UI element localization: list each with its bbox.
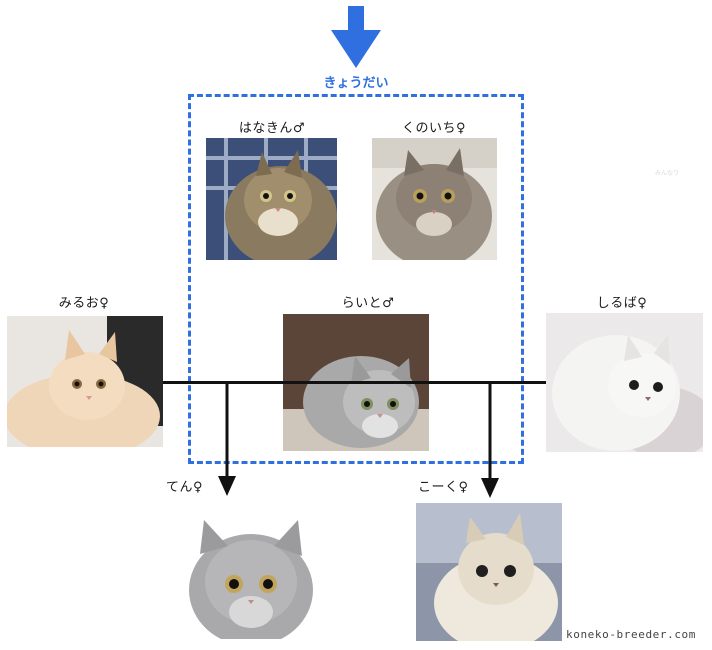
cat-name-kooku: こーく♀ [418, 480, 469, 495]
cat-photo-ten [178, 510, 324, 639]
top-arrow-icon [331, 6, 381, 68]
cat-photo-hanakin [206, 138, 337, 260]
cat-photo-shiruba [546, 313, 703, 452]
cat-photo-kunoichi [372, 138, 497, 260]
site-watermark: koneko-breeder.com [566, 628, 697, 641]
child-arrow-ten-icon [217, 382, 237, 496]
cat-photo-kooku [416, 503, 562, 641]
cat-name-kunoichi: くのいち♀ [401, 121, 467, 136]
cat-name-raito: らいと♂ [341, 296, 395, 311]
child-arrow-kooku-icon [480, 382, 500, 498]
cat-name-shiruba: しるば♀ [596, 296, 648, 311]
cat-name-ten: てん♀ [166, 480, 204, 495]
cat-photo-miruo [7, 316, 163, 447]
siblings-label: きょうだい [323, 76, 389, 91]
cat-name-miruo: みるお♀ [58, 296, 110, 311]
parent-connector-line [163, 381, 546, 384]
siblings-box [188, 94, 524, 464]
faint-mark: みんなワ [655, 170, 680, 177]
cat-name-hanakin: はなきん♂ [238, 121, 306, 136]
